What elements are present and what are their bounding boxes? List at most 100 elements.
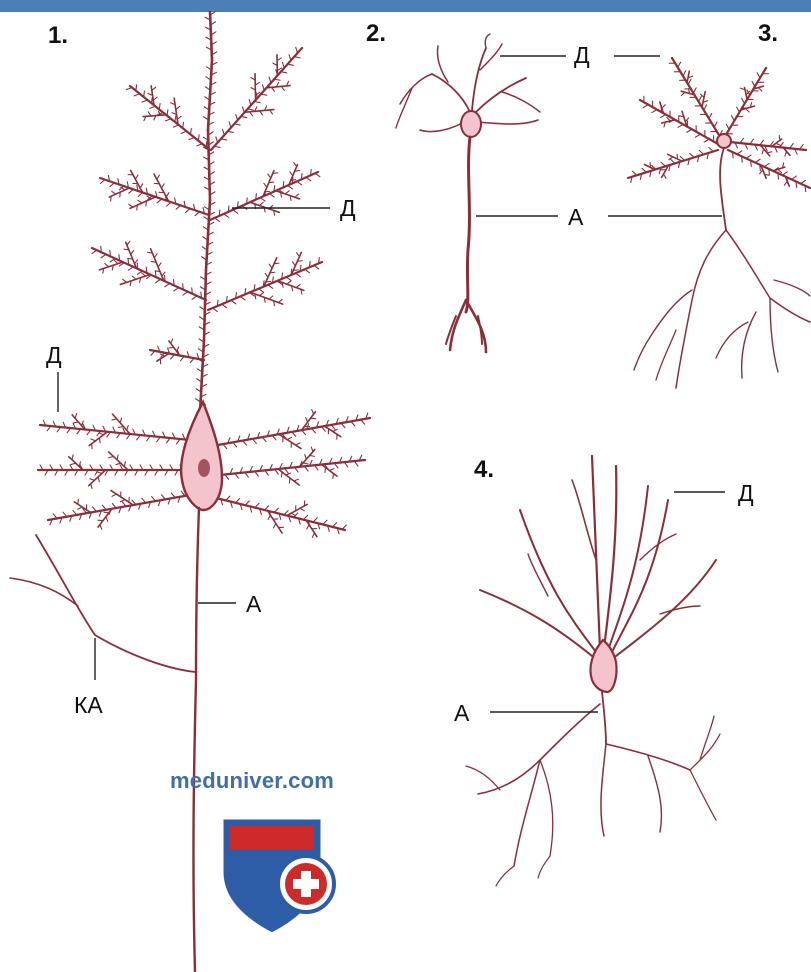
spiny-dendrite bbox=[220, 455, 365, 479]
spiny-dendrite bbox=[278, 281, 304, 294]
axon-branch bbox=[540, 760, 553, 856]
axon-branch bbox=[676, 230, 726, 388]
spiny-dendrite bbox=[644, 163, 655, 170]
apical-dendrite bbox=[199, 270, 211, 340]
spiny-dendrite bbox=[322, 465, 338, 479]
spiny-dendrite bbox=[628, 148, 718, 183]
axon-collateral-branch bbox=[10, 578, 78, 606]
apical-branch-left-high bbox=[126, 85, 210, 150]
spiny-dendrite bbox=[92, 246, 206, 300]
figure-number-3: 3. bbox=[758, 20, 778, 48]
spiny-dendrite bbox=[216, 496, 346, 534]
spiny-dendrite bbox=[74, 499, 90, 512]
spiny-dendrite bbox=[120, 273, 150, 286]
axon-branch bbox=[774, 280, 810, 296]
axon-branch bbox=[478, 704, 600, 794]
apical-dendrite bbox=[204, 60, 217, 130]
label-leader-lines bbox=[58, 56, 725, 712]
spiny-dendrite bbox=[129, 196, 156, 210]
dendrite bbox=[604, 466, 616, 648]
axon-branch bbox=[742, 312, 756, 378]
basal-dendrite bbox=[38, 452, 188, 489]
axon-branch bbox=[466, 766, 500, 790]
spiny-dendrite bbox=[324, 426, 340, 439]
dendrite bbox=[528, 554, 548, 596]
dendrite bbox=[608, 486, 648, 650]
figure-number-4: 4. bbox=[474, 456, 494, 484]
dendrite bbox=[478, 120, 538, 124]
basal-dendrite bbox=[216, 496, 346, 537]
soma bbox=[461, 111, 481, 137]
axon-branch bbox=[496, 866, 514, 886]
axon bbox=[193, 508, 199, 972]
dendrite bbox=[660, 606, 700, 614]
axon-branch bbox=[656, 330, 676, 380]
axon-terminal bbox=[466, 300, 486, 352]
axon-branch bbox=[514, 760, 540, 866]
spiny-dendrite bbox=[300, 447, 315, 467]
axon-branch bbox=[770, 298, 778, 372]
spiny-dendrite bbox=[40, 420, 190, 444]
apical-branch-right-mid bbox=[210, 163, 320, 222]
axon bbox=[466, 137, 470, 312]
dendrite bbox=[628, 148, 718, 183]
axon-collateral bbox=[36, 535, 195, 672]
basal-dendrite bbox=[218, 410, 370, 449]
spiny-dendrite bbox=[99, 260, 122, 273]
basal-dendrite bbox=[48, 491, 190, 530]
medical-shield-logo bbox=[222, 818, 334, 934]
label-axon-collateral-n1: КА bbox=[74, 692, 103, 719]
axon-branch bbox=[690, 734, 720, 770]
dendrite bbox=[396, 88, 412, 128]
spiny-dendrite bbox=[100, 175, 209, 215]
apical-dendrite bbox=[205, 12, 217, 60]
dendrite bbox=[437, 46, 448, 82]
label-dendrite-n1-left: Д bbox=[46, 342, 62, 369]
dendrite bbox=[616, 560, 716, 656]
axon-branch bbox=[690, 770, 716, 820]
apical-branch-right-low bbox=[208, 252, 322, 311]
apical-dendrite bbox=[203, 130, 215, 200]
soma bbox=[181, 402, 222, 510]
axon-branch bbox=[601, 744, 606, 836]
axon-terminal bbox=[478, 316, 482, 344]
dendrite bbox=[730, 135, 806, 156]
axon-branch bbox=[538, 856, 550, 878]
figure-number-2: 2. bbox=[366, 20, 386, 48]
label-axon-n1: А bbox=[246, 591, 261, 618]
spiny-dendrite bbox=[250, 202, 279, 215]
axon-branch bbox=[634, 290, 692, 370]
label-dendrite-n2: Д bbox=[574, 42, 590, 69]
watermark-text: meduniver.com bbox=[170, 768, 334, 794]
spiny-dendrite bbox=[724, 68, 769, 138]
spiny-dendrite bbox=[157, 354, 169, 364]
apical-branch-right-high bbox=[211, 47, 302, 150]
dendrite bbox=[420, 122, 464, 132]
spiny-dendrite bbox=[69, 455, 83, 470]
basal-dendrite bbox=[40, 414, 190, 449]
bipolar-neuron bbox=[396, 34, 540, 352]
figure-number-1: 1. bbox=[48, 22, 68, 50]
apical-branch-left-base bbox=[150, 339, 204, 364]
soma bbox=[590, 640, 616, 692]
dendrite bbox=[724, 68, 769, 138]
multipolar-neuron bbox=[466, 456, 720, 886]
label-axon-n4: А bbox=[454, 700, 469, 727]
basal-dendrite bbox=[220, 447, 365, 485]
spiny-dendrite bbox=[211, 47, 302, 150]
label-dendrite-n4: Д bbox=[738, 480, 754, 507]
spiny-dendrite bbox=[773, 163, 785, 173]
spiny-dendrite bbox=[279, 434, 301, 448]
dendrite bbox=[476, 78, 526, 112]
spiny-dendrite bbox=[668, 154, 682, 161]
axon bbox=[720, 148, 726, 230]
axon-branch bbox=[726, 230, 810, 322]
apical-branch-left-low bbox=[92, 241, 206, 300]
dendrite bbox=[472, 48, 486, 110]
dendrite bbox=[502, 92, 540, 112]
spiny-dendrite bbox=[250, 292, 283, 305]
label-dendrite-n1-right: Д bbox=[340, 195, 356, 222]
spiny-dendrite bbox=[89, 470, 106, 488]
